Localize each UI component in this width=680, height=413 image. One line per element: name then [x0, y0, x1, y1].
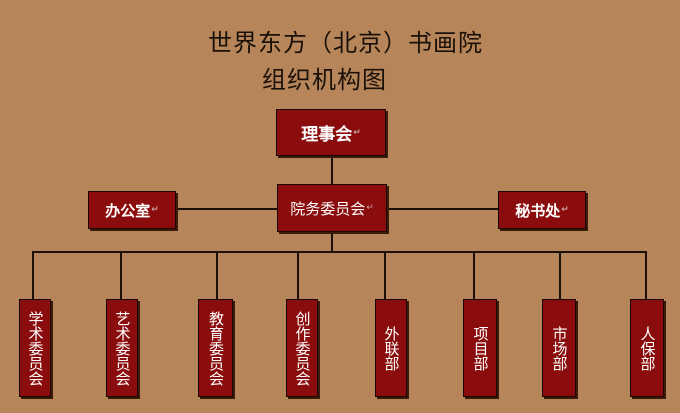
node-human-resources-label: 人保部: [638, 325, 657, 371]
connector-center-to-right: [387, 208, 498, 210]
node-office-label: 办公室: [105, 201, 151, 220]
node-education-committee-label: 教育委员会: [207, 310, 225, 386]
node-secretariat-label: 秘书处: [515, 201, 561, 220]
department-bus-line: [32, 251, 646, 253]
return-mark: ↵: [561, 205, 569, 215]
node-human-resources: 人保部: [630, 299, 664, 397]
node-art-committee: 艺术委员会: [106, 299, 138, 397]
node-academic-committee-label: 学术委员会: [26, 310, 45, 386]
drop-line-1: [32, 251, 34, 299]
node-council-committee-label: 院务委员会: [290, 199, 366, 218]
drop-line-2: [120, 251, 122, 299]
node-marketing-label: 市场部: [550, 325, 569, 371]
node-board: 理事会↵: [276, 109, 386, 156]
chart-title: 世界东方（北京）书画院: [208, 29, 483, 57]
node-external-relations: 外联部: [375, 299, 407, 397]
connector-left-to-center: [176, 208, 277, 210]
drop-line-7: [559, 251, 561, 299]
drop-line-8: [645, 251, 647, 299]
node-projects: 项目部: [463, 299, 497, 397]
node-marketing: 市场部: [542, 299, 576, 397]
node-external-relations-label: 外联部: [382, 325, 401, 371]
node-creation-committee-label: 创作委员会: [293, 310, 312, 386]
node-creation-committee: 创作委员会: [286, 299, 318, 397]
connector-center-down: [331, 232, 333, 252]
return-mark: ↵: [151, 205, 159, 215]
chart-subtitle: 组织机构图: [262, 66, 387, 94]
drop-line-6: [473, 251, 475, 299]
node-council-committee: 院务委员会↵: [277, 184, 387, 232]
drop-line-4: [297, 251, 299, 299]
connector-top-to-center: [331, 156, 333, 184]
drop-line-3: [216, 251, 218, 299]
node-academic-committee: 学术委员会: [19, 299, 51, 397]
node-secretariat: 秘书处↵: [498, 191, 586, 229]
return-mark: ↵: [366, 203, 374, 213]
node-board-label: 理事会: [301, 125, 353, 145]
return-mark: ↵: [353, 127, 361, 138]
node-education-committee: 教育委员会: [198, 299, 233, 397]
node-projects-label: 项目部: [471, 325, 490, 371]
node-art-committee-label: 艺术委员会: [113, 310, 132, 386]
node-office: 办公室↵: [88, 191, 176, 229]
drop-line-5: [384, 251, 386, 299]
